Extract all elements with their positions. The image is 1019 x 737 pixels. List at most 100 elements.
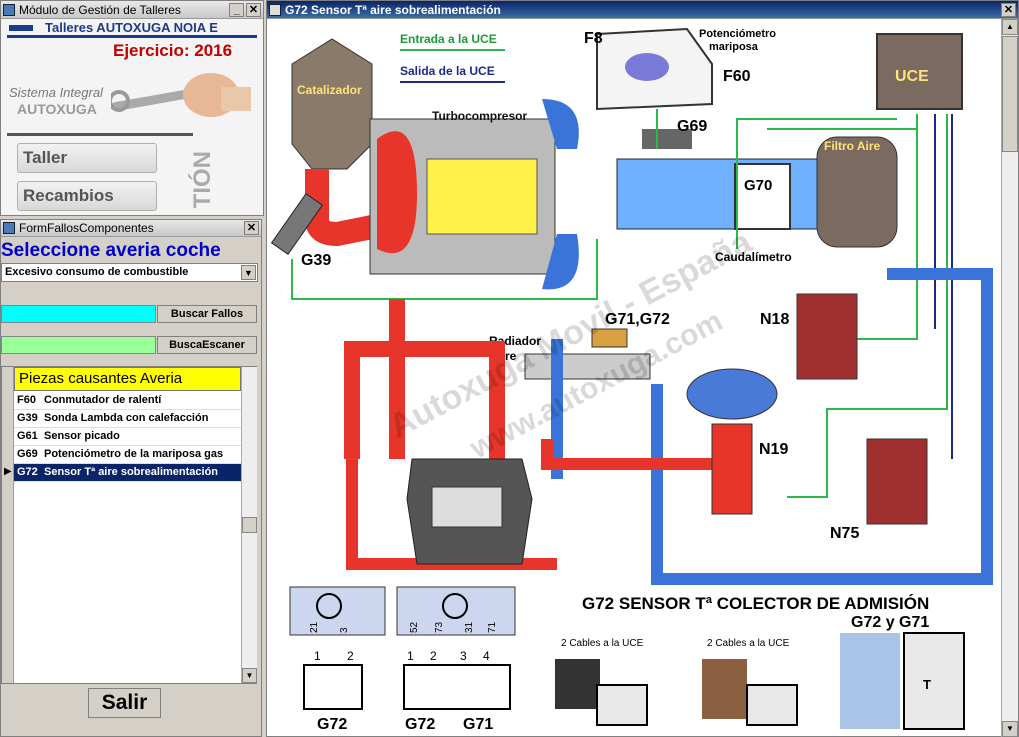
salida-legend-line xyxy=(400,81,505,83)
autoxuga-label: AUTOXUGA xyxy=(17,101,97,117)
vertical-scrollbar[interactable]: ▼ xyxy=(241,367,257,683)
workshop-name: Talleres AUTOXUGA NOIA E xyxy=(45,20,218,35)
g69-body xyxy=(642,129,692,149)
pin-21: 21 xyxy=(309,621,320,633)
piston xyxy=(431,486,503,528)
row-indicator-column xyxy=(2,367,14,683)
chevron-down-icon[interactable]: ▼ xyxy=(241,265,256,280)
cables-label-1: 2 Cables a la UCE xyxy=(561,638,644,649)
g70-label: G70 xyxy=(744,177,772,194)
minimize-button[interactable]: _ xyxy=(229,3,244,17)
arrow-icon xyxy=(9,25,33,31)
nav-taller-button[interactable]: Taller xyxy=(17,143,157,173)
select-heading: Seleccione averia coche xyxy=(1,240,221,261)
part-name: Potenciómetro de la mariposa gas xyxy=(44,448,224,460)
g72-y-g71-label: G72 y G71 xyxy=(851,614,929,631)
list-item[interactable]: G69 Potenciómetro de la mariposa gas xyxy=(14,446,241,464)
salida-legend: Salida de la UCE xyxy=(400,64,495,78)
n19-valve xyxy=(711,423,753,515)
g71-caption: G71 xyxy=(463,716,493,733)
fallos-close-button[interactable]: ✕ xyxy=(244,221,259,235)
scroll-thumb[interactable] xyxy=(1002,36,1018,152)
main-window-titlebar: Módulo de Gestión de Talleres _ ✕ xyxy=(1,1,263,19)
scroll-thumb[interactable] xyxy=(242,517,257,533)
salir-button[interactable]: Salir xyxy=(88,688,161,718)
g39-sensor xyxy=(270,192,324,256)
catalizador-label: Catalizador xyxy=(297,83,362,97)
turbo-shaft xyxy=(426,158,538,235)
bottom-heading: G72 SENSOR Tª COLECTOR DE ADMISIÓN xyxy=(582,594,929,613)
g72-schematic xyxy=(303,664,363,710)
diagram-window: G72 Sensor Tª aire sobrealimentación ✕ ▲… xyxy=(266,0,1019,737)
scroll-down-arrow-icon[interactable]: ▼ xyxy=(1002,721,1018,737)
q-1: 1 xyxy=(407,649,414,663)
engine-diagram: Entrada a la UCE Salida de la UCE Catali… xyxy=(270,27,993,733)
sensor-symbol-3 xyxy=(903,632,965,730)
uce-label: UCE xyxy=(895,68,929,85)
busca-escaner-field[interactable] xyxy=(1,336,156,354)
q-2: 2 xyxy=(430,649,437,663)
diagram-scrollbar[interactable]: ▲ ▼ xyxy=(1001,19,1018,737)
fallos-window-titlebar: FormFallosComponentes ✕ xyxy=(1,220,261,237)
n75-label: N75 xyxy=(830,525,859,542)
fallos-window: FormFallosComponentes ✕ Seleccione averi… xyxy=(0,219,262,737)
buscar-fallos-button[interactable]: Buscar Fallos xyxy=(157,305,257,323)
uce-box xyxy=(876,33,963,110)
scroll-up-arrow-icon[interactable]: ▲ xyxy=(1002,19,1018,35)
part-code: G39 xyxy=(17,412,38,424)
g72-caption-1: G72 xyxy=(317,716,347,733)
scroll-down-arrow-icon[interactable]: ▼ xyxy=(242,668,257,683)
g72-caption-2: G72 xyxy=(405,716,435,733)
sensor-photo-1 xyxy=(555,659,600,709)
q-4: 4 xyxy=(483,649,490,663)
parts-list-header: Piezas causantes Averia xyxy=(14,367,241,391)
main-window-title: Módulo de Gestión de Talleres xyxy=(19,3,181,17)
close-button[interactable]: ✕ xyxy=(246,3,261,17)
fault-select-value: Excesivo consumo de combustible xyxy=(5,266,189,278)
part-name: Conmutador de ralentí xyxy=(44,394,162,406)
f60-label: F60 xyxy=(723,68,751,85)
part-name: Sonda Lambda con calefacción xyxy=(44,412,209,424)
sensor-symbol-1 xyxy=(596,684,648,726)
exercise-year: Ejercicio: 2016 xyxy=(113,41,233,60)
list-item[interactable]: G39 Sonda Lambda con calefacción xyxy=(14,410,241,428)
busca-escaner-button[interactable]: BuscaEscaner xyxy=(157,336,257,354)
pin-1: 1 xyxy=(314,649,321,663)
part-code: G69 xyxy=(17,448,38,460)
buscar-fallos-field[interactable] xyxy=(1,305,156,323)
exhaust-pipe xyxy=(305,169,390,247)
header-bar: Talleres AUTOXUGA NOIA E xyxy=(7,20,257,38)
hot-duct xyxy=(344,299,505,489)
turbo-cold-side xyxy=(542,99,579,290)
pin-71: 71 xyxy=(487,621,498,633)
n75-valve xyxy=(866,438,928,525)
pin-2: 2 xyxy=(347,649,354,663)
current-row-arrow-icon: ▶ xyxy=(4,466,12,477)
transistor-icon-2 xyxy=(442,593,468,619)
entrada-legend-line xyxy=(400,49,505,51)
fault-select[interactable]: Excesivo consumo de combustible ▼ xyxy=(1,263,258,282)
radiador xyxy=(524,353,651,380)
nav-recambios-button[interactable]: Recambios xyxy=(17,181,157,211)
n18-label: N18 xyxy=(760,311,789,328)
sensor-photo-3 xyxy=(840,633,900,729)
filtro-aire xyxy=(816,136,898,248)
pin-3: 3 xyxy=(339,627,350,633)
g39-label: G39 xyxy=(301,252,331,269)
pin-73: 73 xyxy=(434,621,445,633)
diagram-close-button[interactable]: ✕ xyxy=(1001,3,1016,17)
g72-symbol-box xyxy=(289,586,386,636)
t-label: T xyxy=(923,677,931,692)
g71-g72-label: G71,G72 xyxy=(605,311,670,328)
transistor-icon xyxy=(316,593,342,619)
g69-label: G69 xyxy=(677,118,707,135)
throttle-motor xyxy=(625,53,669,81)
q-3: 3 xyxy=(460,649,467,663)
sensor-symbol-2 xyxy=(746,684,798,726)
turbo-hot-side xyxy=(377,131,417,254)
n19-label: N19 xyxy=(759,441,788,458)
